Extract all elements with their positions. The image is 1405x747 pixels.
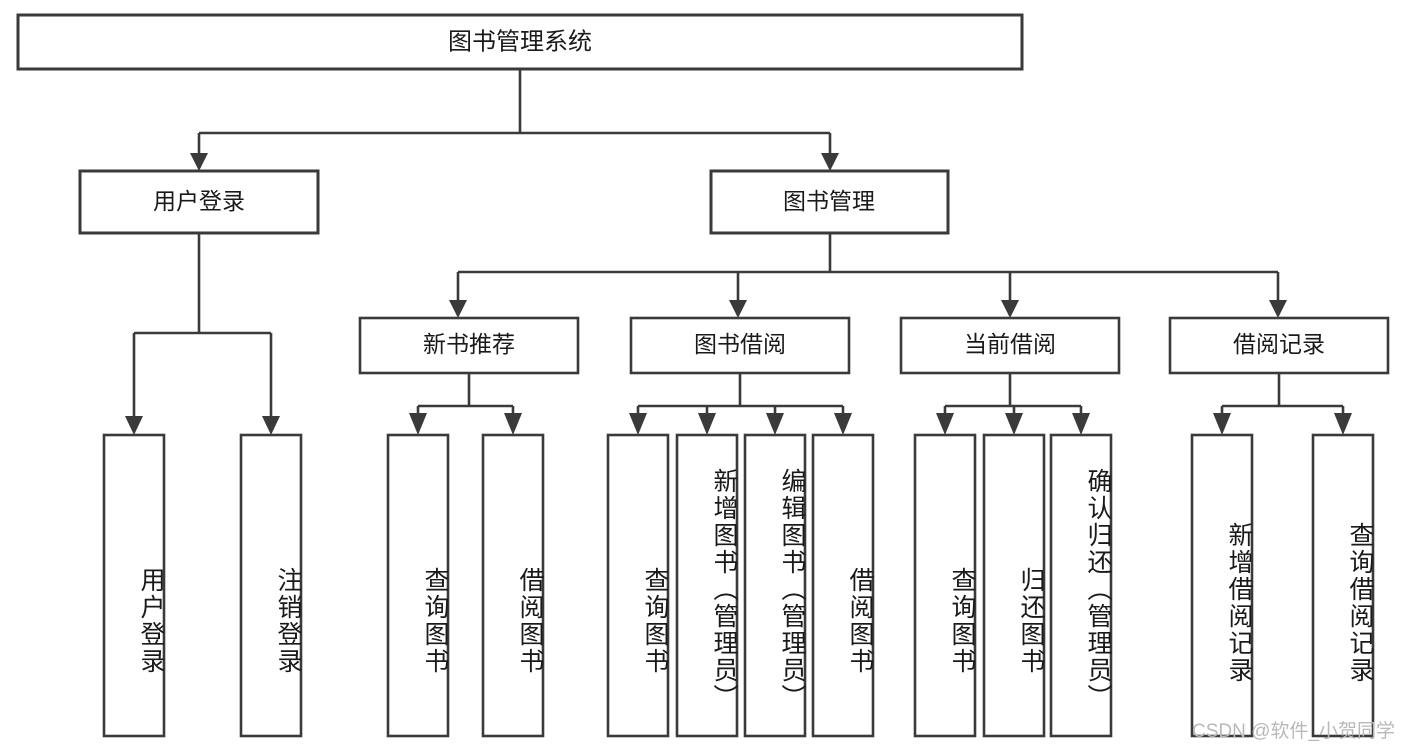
node-book-manage-label: 图书管理	[783, 188, 875, 214]
arrow-newbook-leaf1	[409, 413, 427, 435]
leaf-box-logout[interactable]	[239, 433, 303, 738]
connector-group-root	[190, 69, 839, 171]
leaf-box-return-book[interactable]	[982, 433, 1046, 738]
leaf-box-borrow-book-rec[interactable]	[481, 433, 545, 738]
leaf-box-edit-book[interactable]	[743, 433, 807, 738]
node-root-box[interactable]	[16, 13, 1024, 71]
arrow-root-to-user-login	[190, 153, 208, 171]
arrow-borrow-leaf4	[834, 413, 852, 435]
node-book-borrow-box[interactable]	[629, 316, 851, 375]
connector-group-current-borrow	[936, 373, 1090, 435]
node-user-login[interactable]: 用户登录	[78, 169, 320, 235]
leaf-box-query-record[interactable]	[1311, 433, 1375, 738]
arrow-newbook-leaf2	[504, 413, 522, 435]
node-root-label: 图书管理系统	[448, 28, 592, 55]
node-current-borrow-box[interactable]	[899, 316, 1121, 375]
leaf-box-query-book-borrow[interactable]	[606, 433, 670, 738]
node-borrow-record-label: 借阅记录	[1233, 331, 1325, 357]
leaf-box-confirm-return[interactable]	[1049, 433, 1113, 738]
node-new-book-rec-box[interactable]	[358, 316, 580, 375]
arrow-borrow-leaf3	[766, 413, 784, 435]
connector-group-borrow-record	[1213, 373, 1352, 435]
arrow-bm-to-newbook	[449, 300, 467, 318]
arrow-user-login-to-leaf1	[125, 416, 143, 435]
arrow-current-leaf2	[1005, 413, 1023, 435]
arrow-record-leaf1	[1213, 413, 1231, 435]
leaf-boxes-group	[102, 433, 1375, 738]
node-new-book-rec[interactable]: 新书推荐	[358, 316, 580, 375]
arrow-current-leaf3	[1072, 413, 1090, 435]
leaf-box-query-book-rec[interactable]	[386, 433, 450, 738]
leaf-box-add-book[interactable]	[675, 433, 739, 738]
node-borrow-record[interactable]: 借阅记录	[1168, 316, 1390, 375]
node-book-borrow[interactable]: 图书借阅	[629, 316, 851, 375]
connector-group-user-login	[125, 233, 280, 435]
leaf-box-borrow-book[interactable]	[811, 433, 875, 738]
node-borrow-record-box[interactable]	[1168, 316, 1390, 375]
connector-group-book-borrow	[629, 373, 852, 435]
arrow-current-leaf1	[936, 413, 954, 435]
leaf-box-query-book-current[interactable]	[913, 433, 977, 738]
arrow-root-to-book-manage	[821, 153, 839, 171]
csdn-watermark: CSDN @软件_小贺同学	[1192, 721, 1395, 742]
leaf-box-user-login[interactable]	[102, 433, 166, 738]
arrow-bm-to-current	[1001, 300, 1019, 318]
arrow-record-leaf2	[1334, 413, 1352, 435]
node-current-borrow-label: 当前借阅	[964, 331, 1056, 357]
arrow-borrow-leaf2	[698, 413, 716, 435]
arrow-user-login-to-leaf2	[262, 416, 280, 435]
node-user-login-label: 用户登录	[153, 188, 245, 214]
arrow-bm-to-borrow	[729, 300, 747, 318]
node-user-login-box[interactable]	[78, 169, 320, 235]
node-current-borrow[interactable]: 当前借阅	[899, 316, 1121, 375]
connector-group-new-book-rec	[409, 373, 522, 435]
node-book-manage[interactable]: 图书管理	[709, 169, 950, 235]
node-root[interactable]: 图书管理系统	[16, 13, 1024, 71]
connector-group-book-manage	[449, 233, 1287, 318]
leaf-box-add-record[interactable]	[1190, 433, 1254, 738]
node-book-manage-box[interactable]	[709, 169, 950, 235]
node-book-borrow-label: 图书借阅	[694, 331, 786, 357]
node-new-book-rec-label: 新书推荐	[423, 331, 515, 357]
arrow-borrow-leaf1	[629, 413, 647, 435]
arrow-bm-to-record	[1269, 300, 1287, 318]
